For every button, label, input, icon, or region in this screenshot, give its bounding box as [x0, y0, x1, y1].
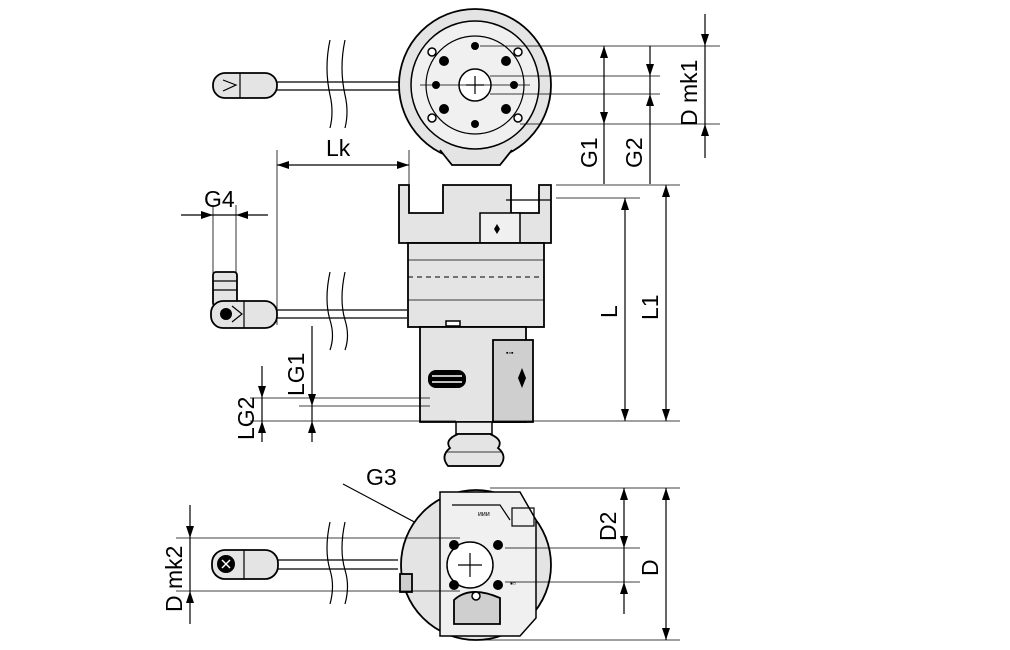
- label-g2: G2: [621, 137, 647, 168]
- label-lg2: LG2: [233, 397, 259, 440]
- lg-dimensions: [250, 326, 456, 442]
- label-g1: G1: [576, 137, 602, 168]
- label-d-mk2: D mk2: [161, 546, 187, 612]
- side-view-elbow-connector: [210, 271, 407, 351]
- label-d-mk1: D mk1: [676, 60, 702, 126]
- label-g3: G3: [366, 464, 397, 490]
- svg-text:▪▫▪: ▪▫▪: [506, 350, 514, 357]
- side-view: Lk G4: [181, 135, 680, 467]
- label-d: D: [637, 559, 663, 576]
- top-view-round-body: [398, 8, 552, 166]
- label-g4: G4: [204, 186, 235, 212]
- side-view-suction-cup: [443, 421, 505, 467]
- bottom-view-dimensions: [476, 487, 680, 641]
- label-l1: L1: [637, 294, 663, 320]
- top-view: D mk1 G1 G2: [212, 8, 720, 184]
- bottom-view: G3 ᴎᴎᴎ: [161, 464, 680, 641]
- side-view-body: ▪▫▪: [398, 184, 552, 423]
- lk-dimension: [276, 150, 410, 325]
- label-lk: Lk: [326, 135, 351, 161]
- svg-text:▪▫: ▪▫: [510, 579, 516, 588]
- label-l: L: [596, 305, 622, 318]
- top-view-dimensions: [480, 14, 720, 184]
- length-dimensions: [492, 184, 680, 422]
- svg-text:ᴎᴎᴎ: ᴎᴎᴎ: [478, 511, 490, 518]
- label-d2: D2: [595, 512, 621, 541]
- bottom-view-round-body: ᴎᴎᴎ ▪▫: [399, 489, 552, 641]
- top-view-cable-connector: [212, 39, 403, 129]
- d-mk2-dimension: [176, 505, 460, 624]
- label-lg1: LG1: [283, 353, 309, 396]
- bottom-view-cable-connector: [211, 521, 398, 605]
